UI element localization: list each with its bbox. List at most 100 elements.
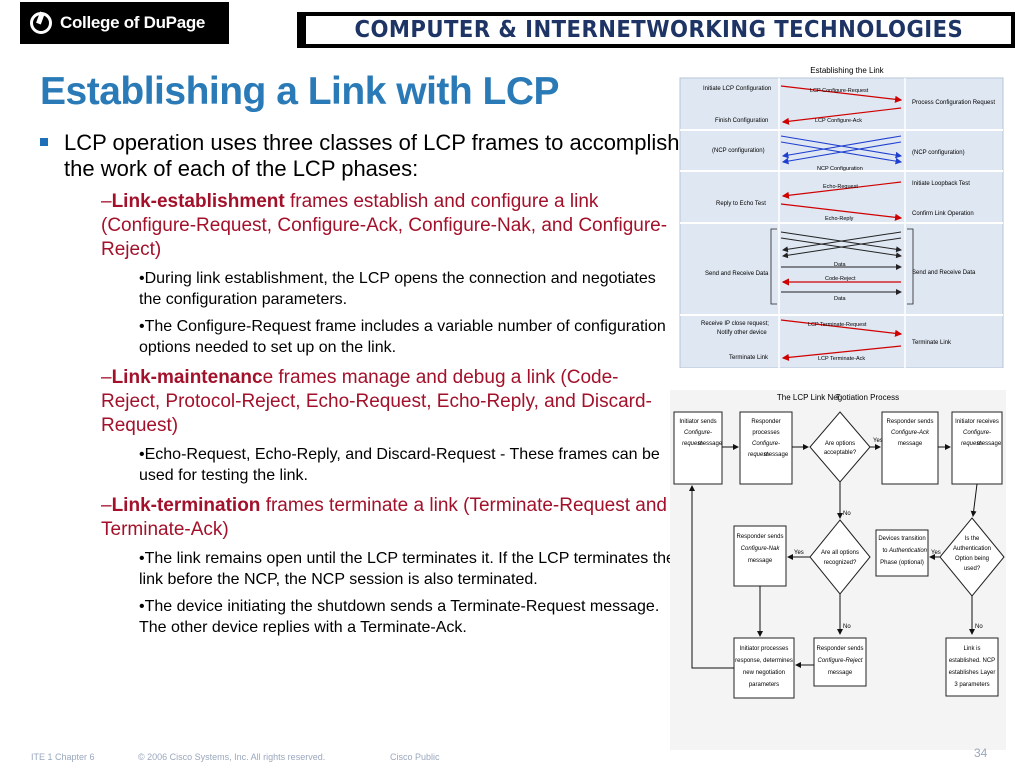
maintain-desc: e frames manage and debug a link (Code-R… — [101, 367, 652, 436]
fig2-text: establishes Layer — [949, 670, 996, 676]
terminate-term: Link-termination — [111, 495, 261, 516]
fig2-title-text: The LCP Link Negotiation Process — [777, 393, 899, 402]
fig2-text: message — [898, 441, 923, 447]
fig1-left-5: Receive IP close request; — [701, 321, 769, 327]
dash: – — [101, 495, 112, 516]
fig2-text: message — [764, 452, 789, 458]
fig2-text: Responder sends — [816, 646, 863, 652]
fig1-title: Establishing the Link — [810, 66, 884, 75]
fig1-arrow-7: Data — [834, 296, 847, 302]
fig2-text: request — [682, 441, 702, 447]
fig2-text: new negotiation — [743, 670, 785, 676]
devices-transition-box — [875, 529, 929, 577]
fig1-arrow-3: Echo-Request — [823, 184, 858, 190]
slide-title: Establishing a Link with LCP — [40, 70, 560, 113]
responder-nak-box — [733, 525, 787, 587]
header-bar: College of DuPage COMPUTER & INTERNETWOR… — [0, 0, 1024, 50]
establish-desc: frames establish and configure a link (C… — [101, 191, 668, 260]
fig1-arrow-6: Code-Reject — [825, 276, 856, 282]
fig1-left-3: Reply to Echo Test — [716, 201, 766, 207]
fig2-text: processes — [752, 430, 779, 436]
no-label: No — [975, 624, 983, 630]
yes-label: Yes — [794, 550, 804, 556]
fig2-text: request — [961, 441, 981, 447]
fig2-text: Initiator processes — [740, 646, 789, 652]
fig2-text: Option being — [955, 556, 989, 562]
fig1-left-1: Finish Configuration — [715, 118, 768, 124]
establish-sub1: •During link establishment, the LCP open… — [139, 270, 656, 308]
fig1-left-4: Send and Receive Data — [705, 271, 769, 277]
fig1-left-7: Terminate Link — [729, 355, 769, 361]
establish-term: Link-establishment — [111, 191, 285, 212]
fig2-text: recognized? — [824, 560, 857, 566]
lcp-negotiation-flowchart: T The LCP Link Negotiation Process Initi… — [670, 390, 1006, 750]
fig2-text: acceptable? — [824, 450, 857, 456]
maintain-item: –Link-maintenance frames manage and debu… — [101, 366, 673, 438]
fig2-text: Initiator receives — [955, 419, 999, 425]
no-label: No — [843, 511, 851, 517]
footer-classification: Cisco Public — [390, 752, 440, 762]
fig2-text: 3 parameters — [954, 682, 989, 688]
fig2-text: Are all options — [821, 550, 859, 556]
fig2-text: Phase (optional) — [880, 560, 924, 566]
main-bullet-text: LCP operation uses three classes of LCP … — [64, 130, 680, 181]
establish-sub2: •The Configure-Request frame includes a … — [139, 318, 666, 356]
dash: – — [101, 191, 112, 212]
main-bullet: LCP operation uses three classes of LCP … — [40, 130, 684, 182]
page-number: 34 — [974, 746, 988, 760]
terminate-item: –Link-termination frames terminate a lin… — [101, 494, 673, 542]
fig2-text: to — [882, 548, 888, 554]
terminate-desc: frames terminate a link (Terminate-Reque… — [101, 495, 667, 540]
fig2-text: established. NCP — [949, 658, 995, 664]
establishing-link-diagram: Establishing the Link Initiate LCP Confi… — [679, 66, 1004, 368]
yes-label: Yes — [873, 438, 883, 444]
fig2-text: Responder sends — [886, 419, 933, 425]
fig1-left-6: Notify other device — [717, 330, 767, 336]
fig2-text: Configure-Reject — [817, 658, 862, 664]
fig1-left-0: Initiate LCP Configuration — [703, 86, 771, 92]
college-logo: College of DuPage — [20, 2, 229, 44]
fig2-title: T — [836, 393, 841, 402]
maintain-term: Link-maintenanc — [111, 367, 263, 388]
footer-chapter: ITE 1 Chapter 6 — [31, 752, 95, 762]
fig2-text: Initiator sends — [679, 419, 716, 425]
terminate-sub1: •The link remains open until the LCP ter… — [139, 550, 675, 588]
initiator-sends-box — [673, 411, 723, 485]
fig1-right-1: (NCP configuration) — [912, 150, 965, 156]
banner-text: COMPUTER & INTERNETWORKING TECHNOLOGIES — [354, 17, 963, 43]
fig1-arrow-5: Data — [834, 262, 847, 268]
link-established-box — [945, 637, 999, 697]
square-bullet-icon — [40, 138, 48, 146]
fig2-text: message — [698, 441, 723, 447]
fig1-arrow-2: NCP Configuration — [817, 166, 863, 172]
fig1-arrow-1: LCP Configure-Ack — [815, 118, 862, 124]
no-label: No — [843, 624, 851, 630]
fig1-right-0: Process Configuration Request — [912, 100, 995, 106]
yes-label: Yes — [931, 550, 941, 556]
fig2-text: parameters — [749, 682, 779, 688]
responder-reject-box — [813, 637, 867, 687]
fig2-text: Configure- — [752, 441, 780, 447]
logo-text: College of DuPage — [60, 13, 206, 32]
fig1-right-4: Send and Receive Data — [912, 270, 976, 276]
fig1-right-5: Terminate Link — [912, 340, 952, 346]
fig2-text: Configure- — [963, 430, 991, 436]
fig2-text: Responder sends — [736, 534, 783, 540]
fig2-text: response, determines — [735, 658, 793, 664]
responder-ack-box — [881, 411, 939, 485]
fig2-text: Are options — [825, 441, 855, 447]
fig1-right-2: Initiate Loopback Test — [912, 181, 970, 187]
fig2-text: used? — [964, 566, 981, 572]
fig2-text: message — [977, 441, 1002, 447]
fig2-text: Devices transition — [878, 536, 925, 542]
fig1-right-3: Confirm Link Operation — [912, 211, 974, 217]
fig1-arrow-4: Echo-Reply — [825, 216, 854, 222]
fig1-arrow-0: LCP Configure-Request — [810, 88, 869, 94]
fig2-text: Authentication — [953, 546, 991, 552]
fig2-text: message — [748, 558, 773, 564]
fig2-text: Responder — [751, 419, 780, 425]
establish-item: –Link-establishment frames establish and… — [101, 190, 673, 262]
fig2-text: Link is — [963, 646, 980, 652]
footer-copyright: © 2006 Cisco Systems, Inc. All rights re… — [138, 752, 326, 762]
fig2-text: message — [828, 670, 853, 676]
